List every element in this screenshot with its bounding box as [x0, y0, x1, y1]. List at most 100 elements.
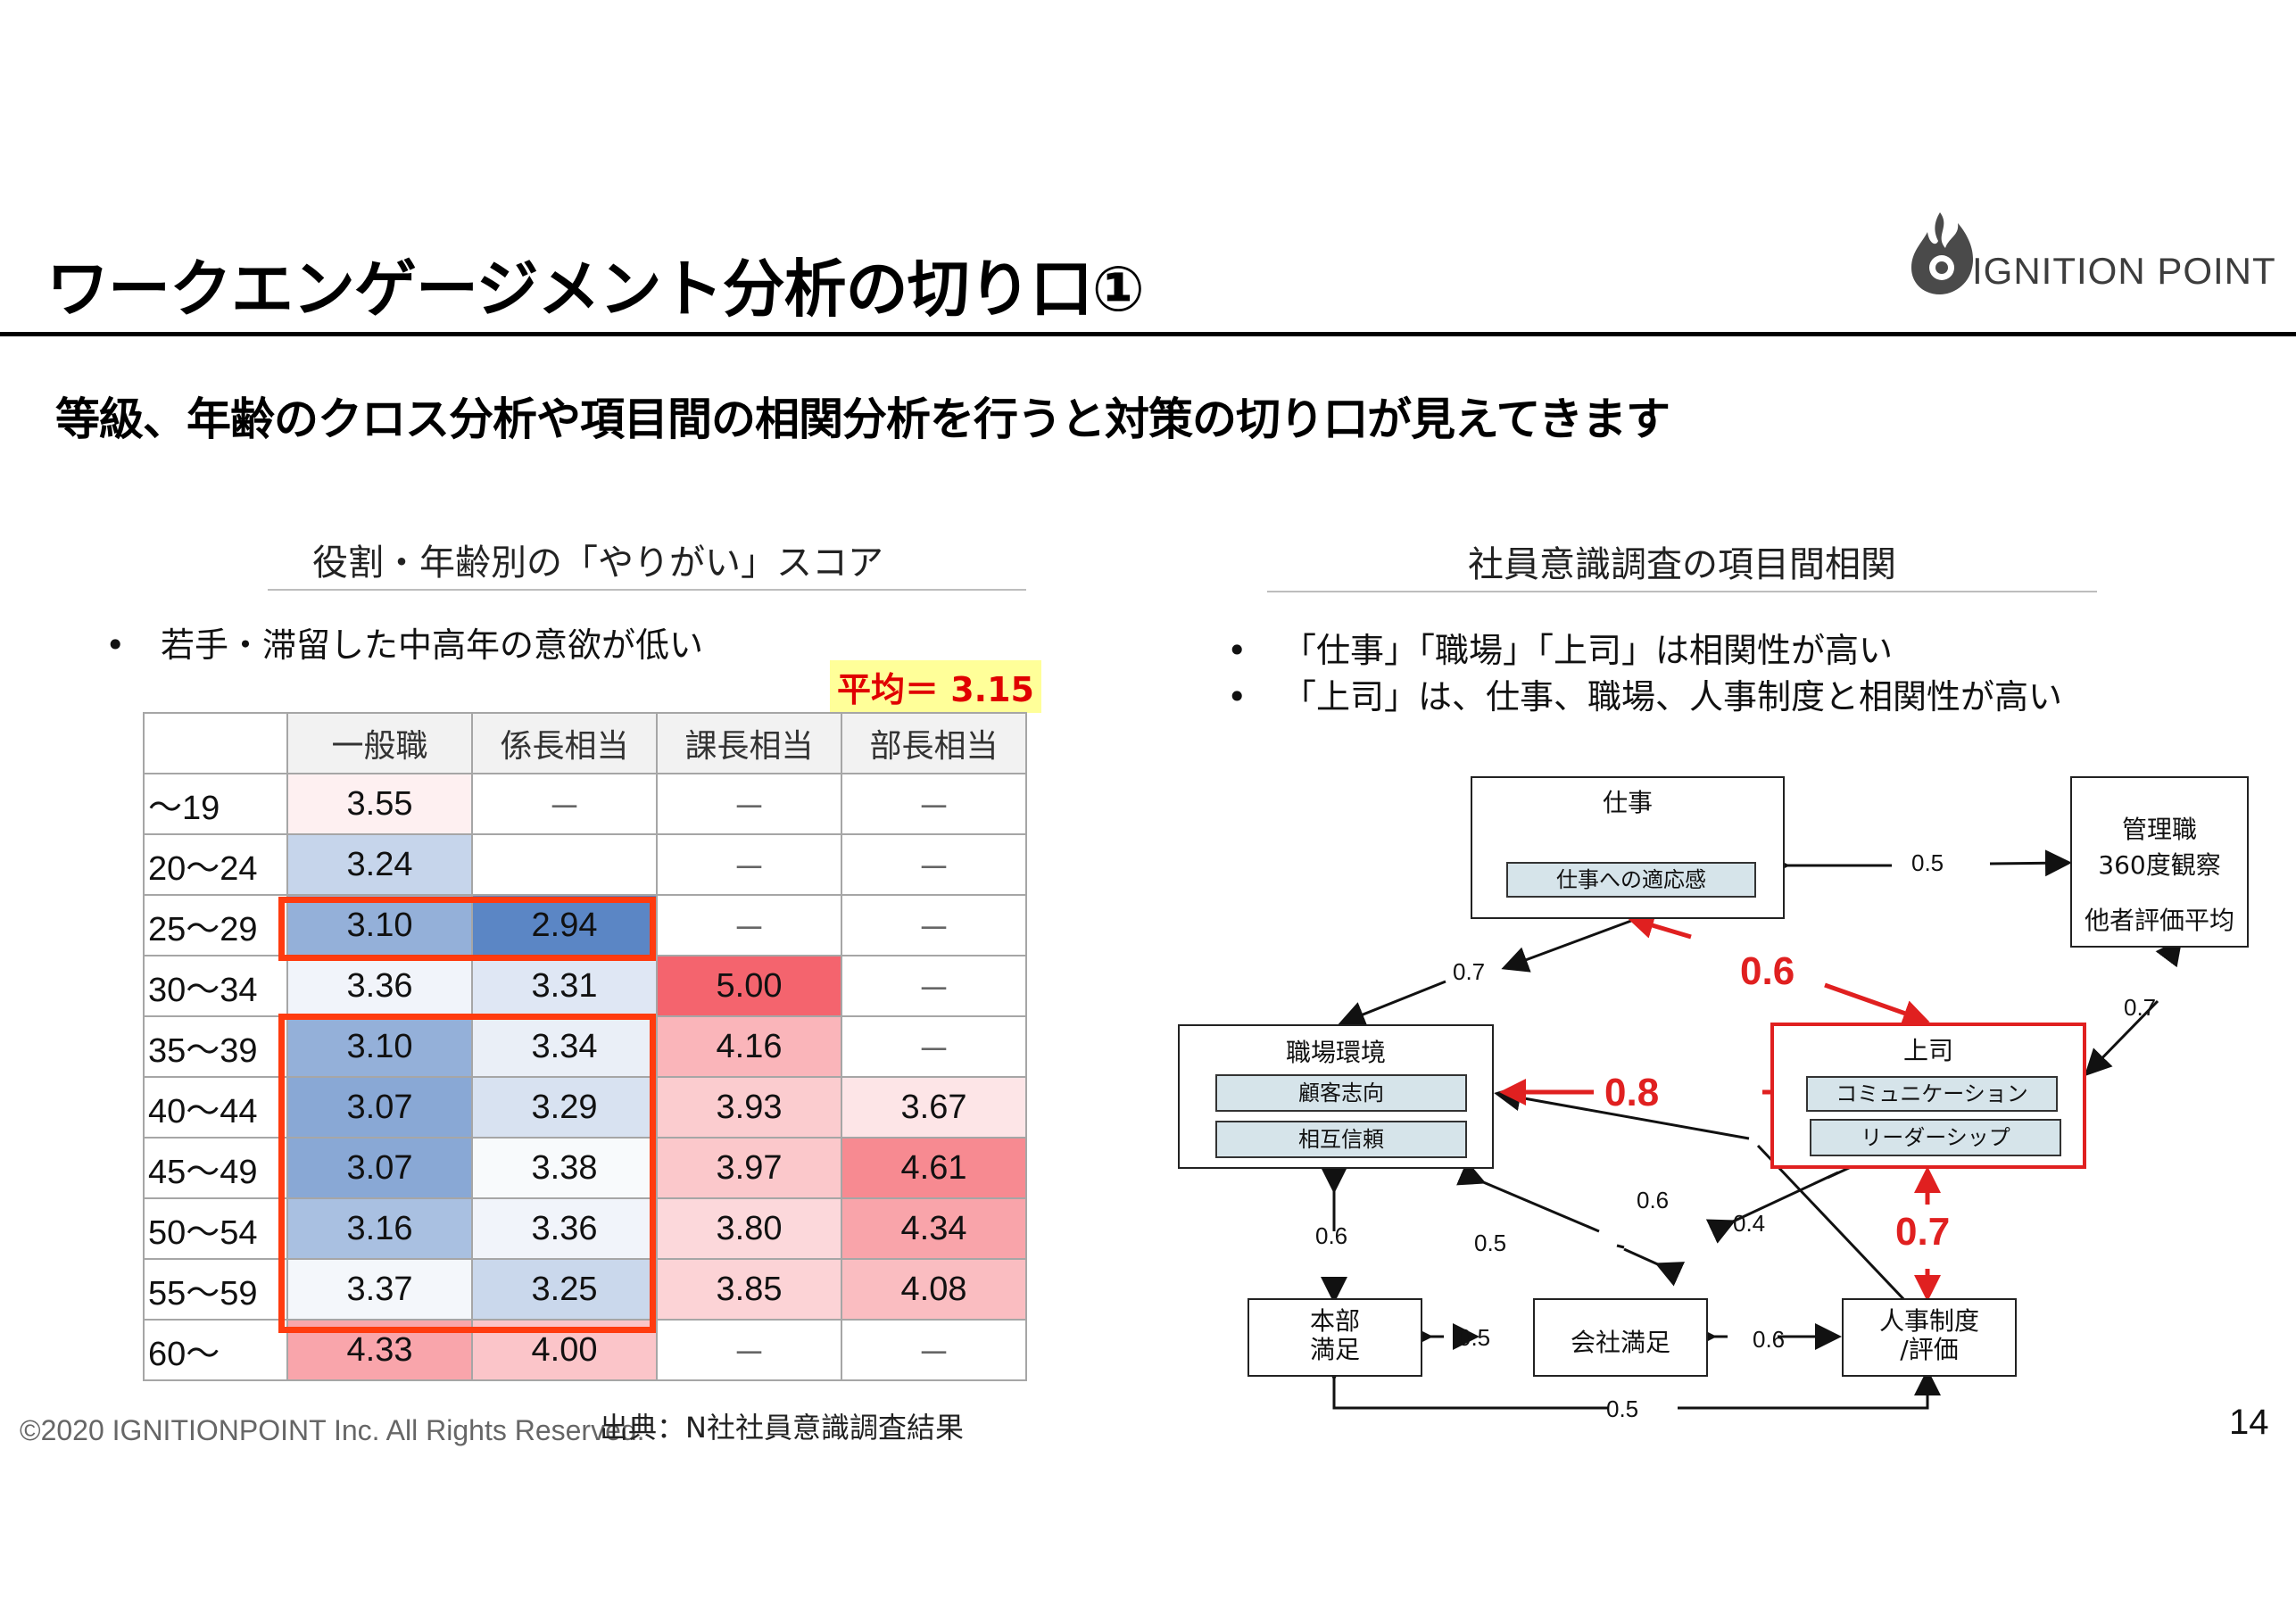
right-panel-rule	[1267, 591, 2097, 592]
node-workplace-sub-1: 顧客志向	[1215, 1074, 1467, 1112]
corr-mgmt-boss: 0.7	[2124, 994, 2157, 1021]
row-header: 20～24	[143, 833, 288, 896]
row-header: 50～54	[143, 1197, 288, 1260]
corr-workplace-boss: 0.8	[1604, 1071, 1660, 1114]
table-cell: 3.97	[656, 1137, 842, 1199]
table-cell: 3.93	[656, 1076, 842, 1139]
corr-job-workplace: 0.7	[1453, 958, 1486, 985]
table-cell: 4.08	[841, 1258, 1027, 1321]
table-corner	[143, 712, 288, 774]
highlight-young	[278, 897, 656, 961]
corr-job-boss: 0.6	[1740, 949, 1795, 993]
table-cell: 3.25	[471, 1258, 658, 1321]
table-cell: 3.55	[286, 773, 473, 835]
table-cell: 4.34	[841, 1197, 1027, 1260]
node-hq: 本部 満足	[1247, 1298, 1422, 1377]
corr-hq-hr: 0.5	[1606, 1395, 1639, 1422]
edge-boss-company	[1705, 1171, 1839, 1244]
row-header: 55～59	[143, 1258, 288, 1321]
table-cell: 3.29	[471, 1076, 658, 1139]
logo-text: IGNITION POINT	[1972, 250, 2276, 292]
right-bullet-1: •「仕事」「職場」「上司」は相関性が高い	[1227, 631, 1894, 670]
corr-job-mgmt: 0.5	[1911, 849, 1944, 876]
table-cell: 3.07	[286, 1137, 473, 1199]
table-cell: －	[841, 1015, 1027, 1078]
table-cell: －	[841, 955, 1027, 1017]
table-cell: －	[841, 894, 1027, 956]
table-cell: 4.16	[656, 1015, 842, 1078]
row-header: ～19	[143, 773, 288, 835]
corr-workplace-hr: 0.6	[1637, 1187, 1670, 1213]
edge-hq-hr	[1321, 1354, 1608, 1410]
right-panel-title: 社員意識調査の項目間相関	[1468, 544, 1896, 585]
row-header: 35～39	[143, 1015, 288, 1078]
slide-subtitle: 等級、年齢のクロス分析や項目間の相関分析を行うと対策の切り口が見えてきます	[55, 393, 1670, 445]
left-panel-rule	[268, 589, 1026, 591]
title-divider	[0, 332, 2296, 336]
flame-icon	[1911, 212, 1974, 294]
table-cell	[471, 833, 658, 896]
table-cell: 3.36	[471, 1197, 658, 1260]
table-cell: －	[656, 833, 842, 896]
table-cell: 3.80	[656, 1197, 842, 1260]
column-header: 一般職	[286, 712, 473, 774]
row-header: 60～	[143, 1319, 288, 1381]
right-bullet-2: •「上司」は、仕事、職場、人事制度と相関性が高い	[1227, 677, 2063, 716]
corr-workplace-company: 0.5	[1474, 1230, 1507, 1256]
edge-job-workplace	[1501, 919, 1632, 973]
node-boss: 上司 コミュニケーション リーダーシップ	[1770, 1023, 2086, 1169]
left-bullet: •若手・滞留した中高年の意欲が低い	[105, 625, 704, 665]
edge-workplace-company	[1616, 1244, 1625, 1249]
corr-boss-company: 0.4	[1733, 1210, 1766, 1237]
table-cell: 5.00	[656, 955, 842, 1017]
table-cell: 3.36	[286, 955, 473, 1017]
table-cell: 3.67	[841, 1076, 1027, 1139]
node-mgmt: 管理職 360度観察 他者評価平均	[2070, 776, 2249, 948]
column-header: 係長相当	[471, 712, 658, 774]
table-cell: －	[841, 833, 1027, 896]
column-header: 部長相当	[841, 712, 1027, 774]
table-cell: －	[656, 773, 842, 835]
copyright: ©2020 IGNITIONPOINT Inc. All Rights Rese…	[20, 1414, 645, 1446]
corr-company-hr: 0.6	[1753, 1326, 1786, 1353]
corr-boss-hr: 0.7	[1895, 1210, 1951, 1254]
table-cell: 3.24	[286, 833, 473, 896]
row-header: 45～49	[143, 1137, 288, 1199]
table-cell: 3.10	[286, 1015, 473, 1078]
node-job-sub: 仕事への適応感	[1506, 862, 1756, 898]
table-cell: 4.61	[841, 1137, 1027, 1199]
table-cell: 3.16	[286, 1197, 473, 1260]
node-boss-sub-1: コミュニケーション	[1806, 1076, 2058, 1112]
row-header: 25～29	[143, 894, 288, 956]
highlight-midcareer	[278, 1014, 656, 1333]
node-job: 仕事 仕事への適応感	[1471, 776, 1785, 919]
node-workplace-sub-2: 相互信頼	[1215, 1121, 1467, 1158]
node-boss-sub-2: リーダーシップ	[1810, 1119, 2061, 1156]
average-badge: 平均＝ 3.15	[830, 660, 1041, 713]
node-workplace: 職場環境 顧客志向 相互信頼	[1178, 1024, 1494, 1169]
source-note: 出典：N社社員意識調査結果	[600, 1411, 964, 1445]
table-cell: 2.94	[471, 894, 658, 956]
edge-job-boss	[1627, 912, 1692, 940]
table-cell: －	[841, 773, 1027, 835]
table-cell: 3.37	[286, 1258, 473, 1321]
table-cell: 3.31	[471, 955, 658, 1017]
left-panel-title: 役割・年齢別の「やりがい」スコア	[312, 542, 883, 584]
corr-hq-company: 0.5	[1458, 1324, 1491, 1351]
table-cell: －	[841, 1319, 1027, 1381]
row-header: 30～34	[143, 955, 288, 1017]
table-cell: 3.85	[656, 1258, 842, 1321]
slide-title: ワークエンゲージメント分析の切り口①	[46, 253, 1145, 326]
table-cell: 3.07	[286, 1076, 473, 1139]
corr-workplace-hq: 0.6	[1315, 1222, 1348, 1249]
